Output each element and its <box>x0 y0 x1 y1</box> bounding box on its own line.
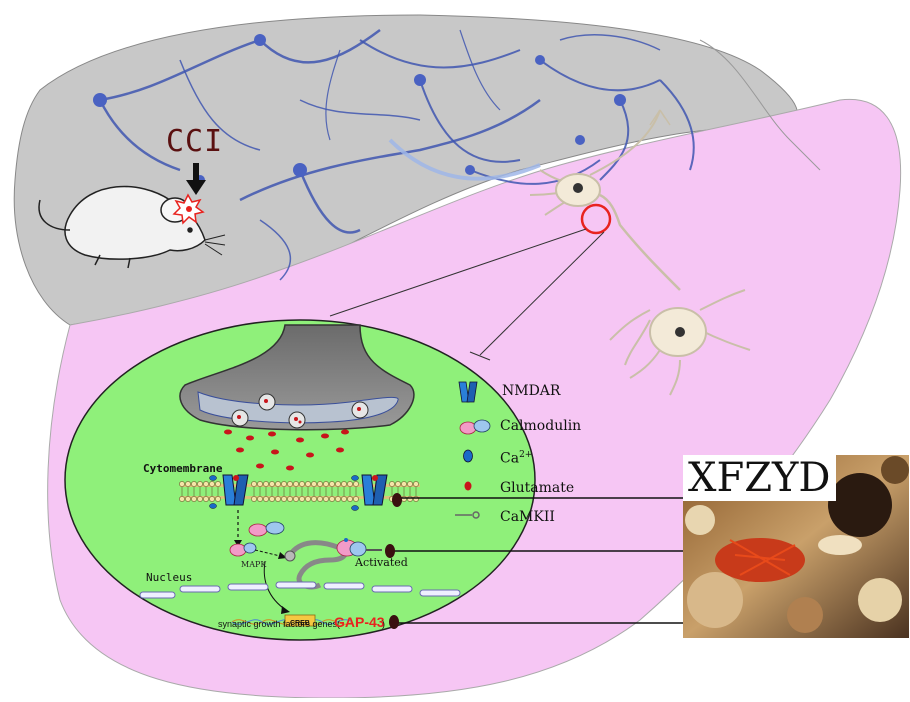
legend-calcium-icon <box>463 449 473 463</box>
lipid-head <box>191 481 197 487</box>
lipid-head <box>401 496 407 502</box>
lipid-head <box>275 481 281 487</box>
lipid-head <box>203 481 209 487</box>
genes-label: synaptic growth factors genes( <box>218 619 341 629</box>
legend-glutamate-icon <box>464 481 472 491</box>
nmdar-receptor-left <box>222 474 249 506</box>
herbal-panel: XFZYD <box>683 455 909 638</box>
creb-box <box>284 614 316 627</box>
neuron-bodies <box>93 34 626 185</box>
herbal-formula-title: XFZYD <box>683 455 836 501</box>
nmdar-receptor-right <box>361 474 388 506</box>
lipid-head <box>191 496 197 502</box>
legend-calcium: Ca2+ <box>500 450 532 467</box>
lipid-head <box>323 481 329 487</box>
lipid-head <box>407 496 413 502</box>
lipid-head <box>257 496 263 502</box>
legend-camkii: CaMKII <box>500 509 555 525</box>
legend-calmodulin: Calmodulin <box>500 418 582 434</box>
legend-glutamate: Glutamate <box>500 480 575 496</box>
connector-lines <box>392 497 683 624</box>
cci-arrow <box>186 163 206 195</box>
lipid-head <box>407 481 413 487</box>
lipid-head <box>329 496 335 502</box>
lipid-head <box>311 481 317 487</box>
lipid-head <box>293 496 299 502</box>
lipid-head <box>317 481 323 487</box>
legend-calmodulin-icon <box>459 419 491 435</box>
activated-label: Activated <box>355 556 408 569</box>
lipid-head <box>389 481 395 487</box>
lipid-head <box>215 481 221 487</box>
genes-label-close: ) <box>382 619 385 629</box>
nuclear-envelope <box>139 581 461 599</box>
lipid-head <box>317 496 323 502</box>
lipid-head <box>209 481 215 487</box>
lipid-head <box>311 496 317 502</box>
lipid-head <box>335 496 341 502</box>
lipid-head <box>263 496 269 502</box>
lipid-head <box>395 481 401 487</box>
lipid-head <box>215 496 221 502</box>
lipid-head <box>329 481 335 487</box>
lipid-head <box>209 496 215 502</box>
legend-calcium-charge: 2+ <box>519 450 533 460</box>
legend-camkii-icon <box>455 511 480 519</box>
lipid-head <box>179 496 185 502</box>
lipid-head <box>275 496 281 502</box>
glutamate-release <box>224 429 349 471</box>
lipid-head <box>335 481 341 487</box>
lipid-head <box>305 496 311 502</box>
legend-nmdar-icon <box>458 381 478 403</box>
camkii-activated <box>336 538 382 557</box>
neuron-network <box>98 28 695 281</box>
cci-label: CCI <box>166 124 224 159</box>
lipid-head <box>287 481 293 487</box>
lipid-head <box>269 496 275 502</box>
legend-calcium-base: Ca <box>500 450 520 467</box>
lipid-head <box>263 481 269 487</box>
lipid-head <box>293 481 299 487</box>
legend-nmdar: NMDAR <box>502 383 561 399</box>
lipid-head <box>185 496 191 502</box>
calmodulin-cytoplasm <box>248 521 285 537</box>
lipid-head <box>353 496 359 502</box>
lipid-head <box>197 481 203 487</box>
lipid-head <box>347 496 353 502</box>
lipid-head <box>257 481 263 487</box>
lipid-head <box>299 496 305 502</box>
gap43-label: GAP-43 <box>334 614 385 630</box>
lipid-head <box>251 496 257 502</box>
lipid-head <box>299 481 305 487</box>
lipid-head <box>323 496 329 502</box>
creb-label: CREB <box>290 620 310 627</box>
lipid-head <box>353 481 359 487</box>
lipid-head <box>347 481 353 487</box>
nucleus-label: Nucleus <box>146 571 193 584</box>
lipid-head <box>251 481 257 487</box>
cytomembrane-label: Cytomembrane <box>143 462 223 475</box>
lipid-head <box>281 496 287 502</box>
zoom-circle <box>580 203 612 235</box>
lipid-head <box>281 481 287 487</box>
lipid-head <box>269 481 275 487</box>
lipid-head <box>185 481 191 487</box>
lipid-head <box>413 496 419 502</box>
lipid-head <box>197 496 203 502</box>
lipid-head <box>305 481 311 487</box>
lipid-head <box>179 481 185 487</box>
lipid-head <box>341 481 347 487</box>
lipid-head <box>203 496 209 502</box>
lipid-head <box>341 496 347 502</box>
mapk-label: MAPK <box>241 560 267 569</box>
lipid-head <box>287 496 293 502</box>
herbal-texture <box>685 456 909 633</box>
lipid-head <box>401 481 407 487</box>
calmodulin-bound <box>229 542 257 557</box>
lipid-head <box>413 481 419 487</box>
